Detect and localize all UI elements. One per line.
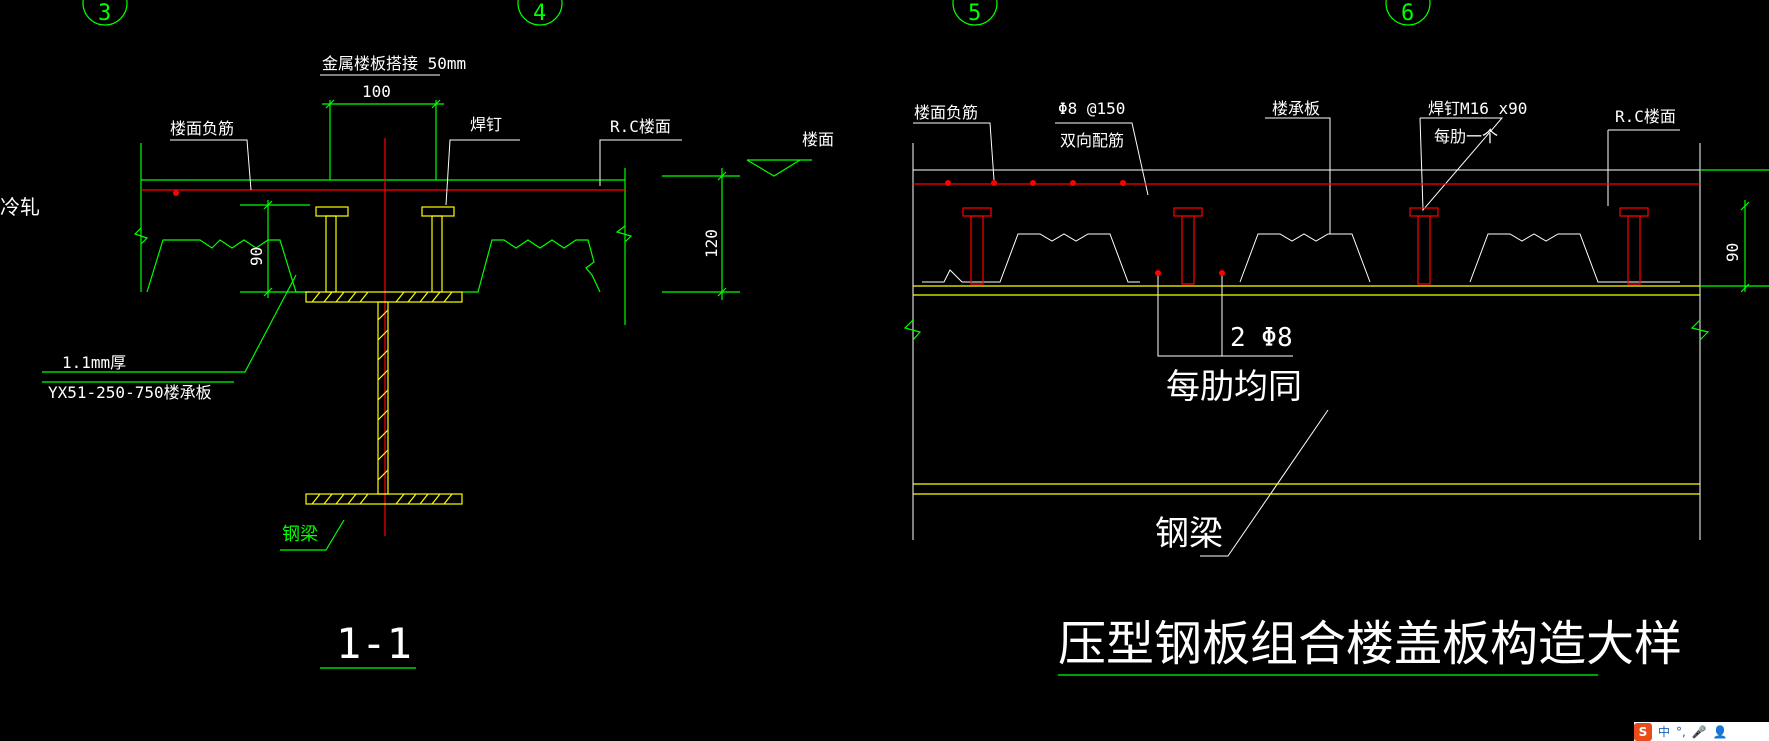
rebar-direction-label: 双向配筋	[1060, 131, 1124, 150]
stud-label-left: 焊钉	[470, 115, 502, 134]
rc-floor-label-right: R.C楼面	[1615, 107, 1676, 126]
axis-bubble-3	[82, 0, 128, 26]
steel-beam-label-left: 钢梁	[282, 524, 318, 545]
dim-90-right: 90	[1723, 243, 1742, 262]
axis-label-6: 6	[1401, 1, 1414, 26]
axis-label-3: 3	[98, 1, 111, 26]
floor-deck-detail-drawing	[903, 117, 1769, 676]
cold-rolled-label: 冷轧	[0, 195, 40, 219]
section-title-1-1: 1-1	[336, 619, 412, 668]
steel-beam-label-right: 钢梁	[1155, 514, 1223, 554]
dim-120: 120	[702, 229, 721, 258]
deck-model-label: YX51-250-750楼承板	[48, 383, 212, 402]
bottom-rebar-label: 2 Φ8	[1230, 323, 1293, 353]
ime-toolbar[interactable]: S 中 °, 🎤 👤	[1634, 722, 1769, 741]
axis-label-4: 4	[533, 1, 546, 26]
axis-bubble-4	[517, 0, 563, 26]
axis-bubble-6	[1385, 0, 1431, 26]
deck-thickness-label: 1.1mm厚	[62, 353, 126, 372]
stud-note-label: 每肋一个	[1434, 127, 1498, 146]
dim-90-left: 90	[247, 247, 266, 266]
lap-label: 金属楼板搭接 50mm	[322, 54, 466, 73]
each-rib-label: 每肋均同	[1166, 367, 1302, 407]
user-icon[interactable]: 👤	[1712, 724, 1728, 739]
ime-punctuation-toggle[interactable]: °,	[1676, 724, 1686, 739]
neg-rebar-label-right: 楼面负筋	[914, 103, 978, 122]
floor-surface-label: 楼面	[802, 130, 834, 149]
rc-floor-label-left: R.C楼面	[610, 117, 671, 136]
dim-100: 100	[362, 82, 391, 101]
detail-title: 压型钢板组合楼盖板构造大样	[1058, 616, 1682, 672]
ime-language-toggle[interactable]: 中	[1658, 724, 1671, 739]
section-1-1-drawing	[42, 74, 812, 669]
axis-bubbles	[82, 0, 1431, 26]
stud-label-right: 焊钉M16 x90	[1428, 99, 1527, 118]
rebar-spec-label: Φ8 @150	[1058, 99, 1125, 118]
neg-rebar-label-left: 楼面负筋	[170, 119, 234, 138]
microphone-icon[interactable]: 🎤	[1691, 724, 1707, 739]
deck-label-right: 楼承板	[1272, 99, 1320, 118]
sogou-logo-icon[interactable]: S	[1634, 722, 1652, 741]
axis-bubble-5	[952, 0, 998, 26]
axis-label-5: 5	[968, 1, 981, 26]
